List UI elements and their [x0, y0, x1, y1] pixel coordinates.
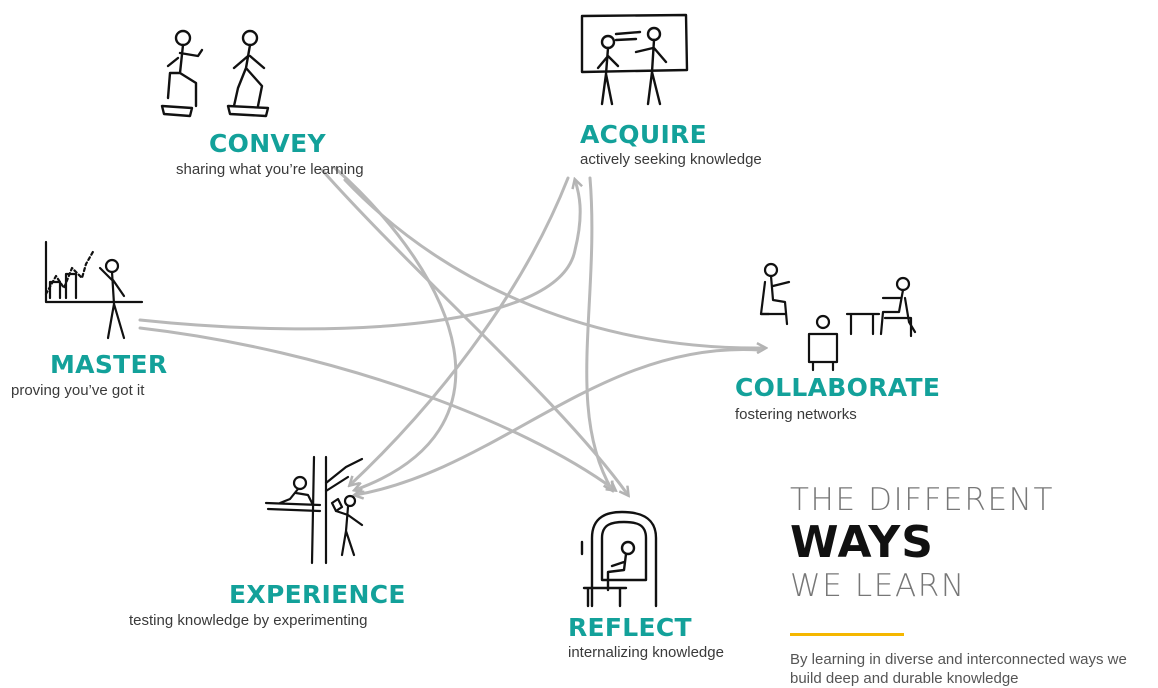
node-reflect: REFLECT internalizing knowledge: [568, 614, 724, 662]
node-experience: EXPERIENCE: [229, 581, 406, 609]
node-convey: CONVEY: [205, 130, 326, 158]
node-collaborate: COLLABORATE fostering networks: [735, 374, 940, 424]
node-experience-subtitle-wrap: testing knowledge by experimenting: [129, 612, 367, 630]
reflect-subtitle: internalizing knowledge: [568, 644, 724, 661]
arrow-master-to-reflect: [138, 326, 615, 490]
node-master: MASTER: [50, 351, 167, 379]
arrow-acquire-to-experience: [350, 176, 570, 485]
accent-rule: [790, 633, 904, 636]
heading-line-2: WAYS: [790, 517, 934, 568]
heading-block: THE DIFFERENT WAYS WE LEARN: [790, 482, 1054, 604]
tagline-text: By learning in diverse and interconnecte…: [790, 651, 1127, 687]
convey-illustration: [150, 28, 290, 123]
heading-line-1: THE DIFFERENT: [790, 482, 1055, 518]
heading-line-3: WE LEARN: [790, 568, 966, 604]
arrow-convey-to-collaborate: [343, 178, 765, 348]
arrow-acquire-to-reflect: [585, 176, 612, 490]
arrow-master-to-acquire: [138, 180, 580, 331]
collaborate-illustration: [755, 262, 925, 374]
arrow-collaborate-to-experience: [355, 347, 762, 495]
master-illustration: [42, 238, 147, 343]
experience-title: EXPERIENCE: [229, 580, 406, 609]
collaborate-subtitle: fostering networks: [735, 406, 857, 423]
reflect-illustration: [578, 508, 668, 610]
convey-subtitle: sharing what you’re learning: [176, 161, 364, 178]
master-subtitle: proving you’ve got it: [11, 382, 145, 399]
experience-subtitle: testing knowledge by experimenting: [129, 612, 368, 629]
convey-title: CONVEY: [209, 129, 326, 158]
acquire-subtitle: actively seeking knowledge: [580, 151, 762, 168]
reflect-title: REFLECT: [568, 613, 692, 642]
experience-illustration: [262, 455, 374, 565]
acquire-illustration: [578, 12, 690, 107]
node-convey-subtitle-wrap: sharing what you’re learning: [176, 161, 364, 179]
collaborate-title: COLLABORATE: [735, 373, 941, 402]
master-title: MASTER: [50, 350, 168, 379]
arrow-convey-to-reflect: [320, 168, 628, 495]
acquire-title: ACQUIRE: [580, 120, 707, 149]
node-acquire: ACQUIRE actively seeking knowledge: [580, 121, 762, 169]
node-master-subtitle-wrap: proving you’ve got it: [11, 382, 144, 400]
